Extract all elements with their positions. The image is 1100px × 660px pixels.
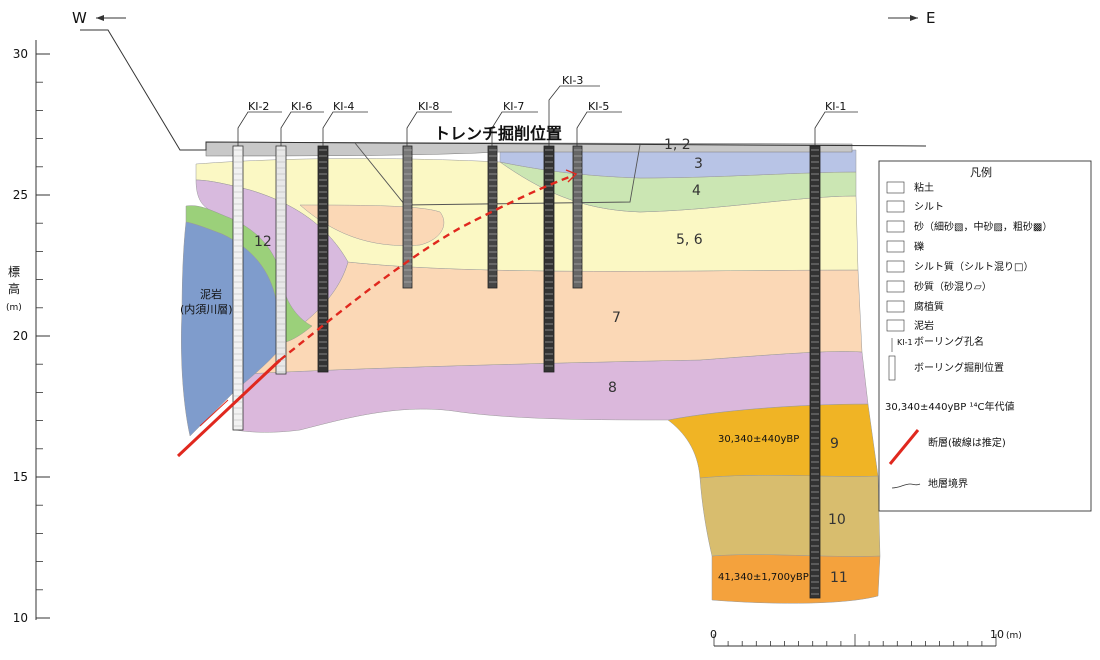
layer-label-1-2: 1, 2: [664, 137, 691, 153]
faults: [176, 169, 578, 458]
legend-item-humic: 腐植質: [914, 300, 944, 313]
legend-swatch-sand: [886, 220, 905, 233]
borehole-label-ki-8: KI-8: [418, 100, 439, 113]
fault-line-inferred: [279, 174, 573, 361]
legend-item-gravel: 礫: [914, 240, 924, 253]
legend-item-fault: 断層(破線は推定): [928, 436, 1006, 449]
borehole-column-ki-7: [487, 145, 498, 289]
mudstone-label-line2: (内須川層): [180, 302, 233, 316]
layer-label-11: 11: [830, 570, 848, 586]
layer-label-7: 7: [612, 310, 621, 326]
east-arrow-icon: [910, 15, 918, 21]
legend-borehole-sample: KI-1: [897, 338, 913, 347]
mudstone-label-line1: 泥岩: [200, 287, 222, 301]
borehole-label-ki-7: KI-7: [503, 100, 524, 113]
legend-item-silty: シルト質（シルト混り□）: [914, 260, 1033, 273]
legend-item-boundary: 地層境界: [928, 477, 968, 490]
trench-label: トレンチ掘削位置: [434, 124, 562, 143]
borehole-column-ki-5: [572, 145, 583, 289]
legend-item-c14: 30,340±440yBP ¹⁴C年代値: [885, 400, 1014, 413]
legend-swatch-silt: [886, 200, 905, 213]
legend-fault-icon: [888, 429, 920, 465]
east-label: E: [926, 9, 935, 27]
borehole-label-ki-5: KI-5: [588, 100, 609, 113]
elevation-axis: 30 25 20 15 10 標 高 (m): [6, 40, 50, 625]
borehole-label-ki-4: KI-4: [333, 100, 354, 113]
borehole-label-ki-1: KI-1: [825, 100, 846, 113]
legend: 凡例 粘土 シルト 砂（細砂▧，中砂▨，粗砂▩） 礫 シルト質（シルト混り□） …: [878, 160, 1092, 512]
axis-unit: (m): [6, 303, 22, 313]
legend-title: 凡例: [970, 165, 992, 179]
scale-unit: (m): [1006, 631, 1022, 641]
axis-label-char-2: 高: [8, 281, 20, 296]
borehole-label-ki-2: KI-2: [248, 100, 269, 113]
axis-tick-30: 30: [13, 47, 28, 61]
trench-outline: [354, 142, 641, 206]
west-arrow-icon: [96, 15, 104, 21]
axis-tick-10: 10: [13, 611, 28, 625]
axis-label-char-1: 標: [8, 265, 20, 279]
legend-item-sand: 砂（細砂▧，中砂▨，粗砂▩）: [914, 220, 1052, 233]
direction-arrows: W E: [72, 9, 935, 27]
legend-box: [878, 160, 1092, 512]
borehole-column-ki-8: [402, 145, 413, 289]
borehole-label-ki-6: KI-6: [291, 100, 312, 113]
legend-swatch-sandy: [886, 280, 905, 293]
axis-tick-15: 15: [13, 470, 28, 484]
axis-tick-25: 25: [13, 188, 28, 202]
scale-ten: 10: [990, 628, 1004, 641]
axis-tick-20: 20: [13, 329, 28, 343]
layer-label-10: 10: [828, 512, 846, 528]
west-label: W: [72, 9, 87, 27]
legend-boundary-icon: [891, 483, 921, 489]
fault-line: [176, 358, 282, 458]
legend-swatch-borehole: [888, 355, 896, 381]
legend-item-borehole-position: ボーリング掘削位置: [914, 361, 1004, 374]
legend-swatch-silty: [886, 260, 905, 273]
legend-item-clay: 粘土: [914, 181, 934, 194]
scale-bar: 0 10 (m): [710, 628, 1022, 647]
layer-label-5-6: 5, 6: [676, 232, 703, 248]
ground-surface: [80, 29, 927, 151]
date-label-layer-11: 41,340±1,700yBP: [718, 572, 809, 583]
borehole-columns: [232, 145, 821, 599]
borehole-leaders: [237, 85, 858, 146]
layer-label-9: 9: [830, 436, 839, 452]
layer-label-8: 8: [608, 380, 617, 396]
legend-item-sandy: 砂質（砂混り▱）: [914, 280, 992, 293]
layer-label-3: 3: [694, 156, 703, 172]
legend-swatch-humic: [886, 300, 905, 313]
legend-swatch-clay: [886, 181, 905, 194]
legend-swatch-mudstone: [886, 319, 905, 332]
date-label-layer-9: 30,340±440yBP: [718, 434, 799, 445]
legend-swatch-gravel: [886, 240, 905, 253]
legend-item-borehole-name: ボーリング孔名: [914, 335, 984, 348]
legend-item-mudstone: 泥岩: [914, 319, 934, 332]
scale-zero: 0: [710, 628, 717, 641]
legend-item-silt: シルト: [914, 202, 944, 213]
layer-label-4: 4: [692, 183, 701, 199]
layer-label-12: 12: [254, 234, 272, 250]
layer-3: [499, 149, 857, 179]
borehole-label-ki-3: KI-3: [562, 74, 583, 87]
layer-labels: 1, 2 3 4 5, 6 7 8 9 10 11 12 泥岩 (内須川層) ト…: [180, 124, 848, 586]
borehole-labels: KI-2 KI-6 KI-4 KI-8 KI-7 KI-3 KI-5 KI-1: [248, 74, 846, 113]
layer-10: [699, 475, 881, 557]
